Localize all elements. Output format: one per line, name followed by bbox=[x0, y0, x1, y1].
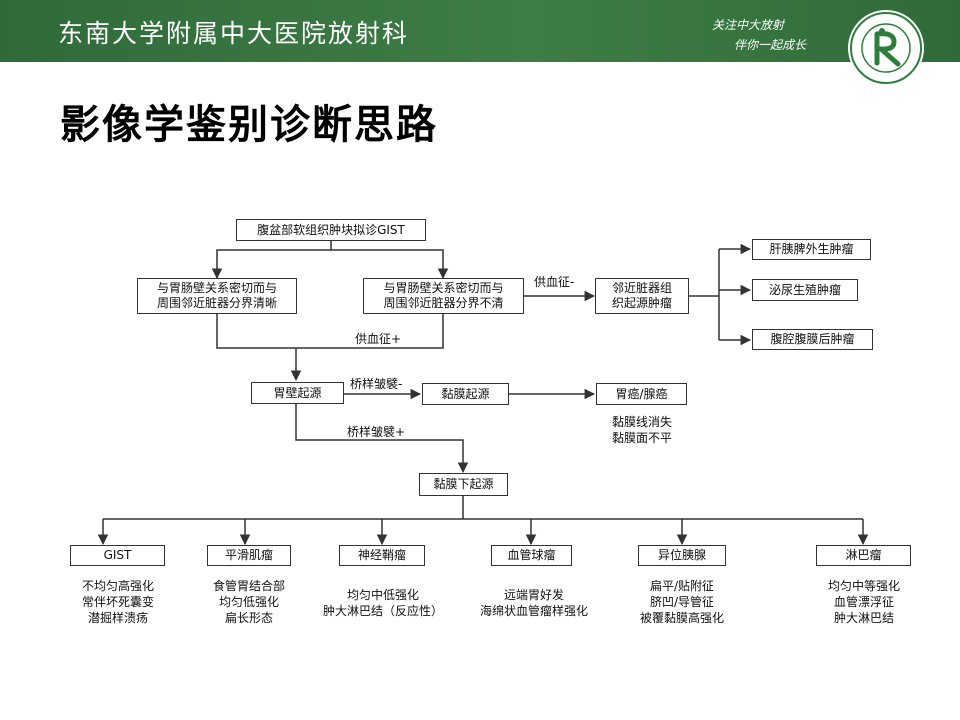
node-clear-boundary: 与胃肠壁关系密切而与 周围邻近脏器分界清晰 bbox=[137, 278, 297, 314]
slogan-line2: 伴你一起成长 bbox=[734, 38, 807, 52]
note-schwannoma: 均匀中低强化 肿大淋巴结（反应性） bbox=[322, 588, 443, 618]
node-ectopic-pancreas: 异位胰腺 bbox=[638, 545, 726, 566]
header-bar: 东南大学附属中大医院放射科 关注中大放射 伴你一起成长 bbox=[0, 0, 960, 62]
node-retroperitoneal: 腹腔腹膜后肿瘤 bbox=[752, 329, 873, 350]
node-gastric-wall: 胃壁起源 bbox=[251, 382, 344, 404]
note-leiomyoma: 食管胃结合部 均匀低强化 扁长形态 bbox=[212, 579, 285, 625]
node-schwannoma: 神经鞘瘤 bbox=[339, 545, 425, 566]
node-submucosa: 黏膜下起源 bbox=[419, 473, 508, 496]
node-gist: GIST bbox=[70, 545, 165, 566]
label-bridging-fold-negative: 桥样皱襞- bbox=[350, 377, 403, 391]
hospital-logo-icon bbox=[848, 10, 924, 86]
label-blood-supply-positive: 供血征+ bbox=[355, 332, 402, 346]
slogan-line1: 关注中大放射 bbox=[712, 18, 785, 32]
node-root: 腹盆部软组织肿块拟诊GIST bbox=[236, 219, 426, 241]
node-liver-pancreas-spleen: 肝胰脾外生肿瘤 bbox=[752, 239, 871, 260]
node-urogenital: 泌尿生殖肿瘤 bbox=[752, 279, 858, 301]
page-title: 影像学鉴别诊断思路 bbox=[60, 102, 438, 148]
node-unclear-boundary: 与胃肠壁关系密切而与 周围邻近脏器分界不清 bbox=[363, 278, 524, 314]
note-lymphoma: 均匀中等强化 血管漂浮征 肿大淋巴结 bbox=[827, 579, 900, 625]
hospital-name: 东南大学附属中大医院放射科 bbox=[58, 19, 410, 48]
note-glomus-tumor: 远端胃好发 海绵状血管瘤样强化 bbox=[479, 588, 588, 618]
node-adjacent-organ: 邻近脏器组 织起源肿瘤 bbox=[595, 278, 689, 314]
node-glomus-tumor: 血管球瘤 bbox=[491, 545, 572, 566]
note-ectopic-pancreas: 扁平/贴附征 脐凹/导管征 被覆黏膜高强化 bbox=[639, 579, 724, 625]
label-bridging-fold-positive: 桥样皱襞+ bbox=[347, 425, 406, 439]
node-gastric-cancer: 胃癌/腺癌 bbox=[596, 383, 687, 405]
note-gastric-cancer: 黏膜线消失 黏膜面不平 bbox=[611, 415, 672, 445]
label-blood-supply-negative: 供血征- bbox=[534, 275, 575, 289]
node-mucosa: 黏膜起源 bbox=[422, 383, 509, 405]
node-leiomyoma: 平滑肌瘤 bbox=[207, 545, 291, 566]
note-gist: 不均匀高强化 常伴坏死囊变 潜掘样溃疡 bbox=[81, 579, 154, 625]
node-lymphoma: 淋巴瘤 bbox=[816, 545, 911, 566]
